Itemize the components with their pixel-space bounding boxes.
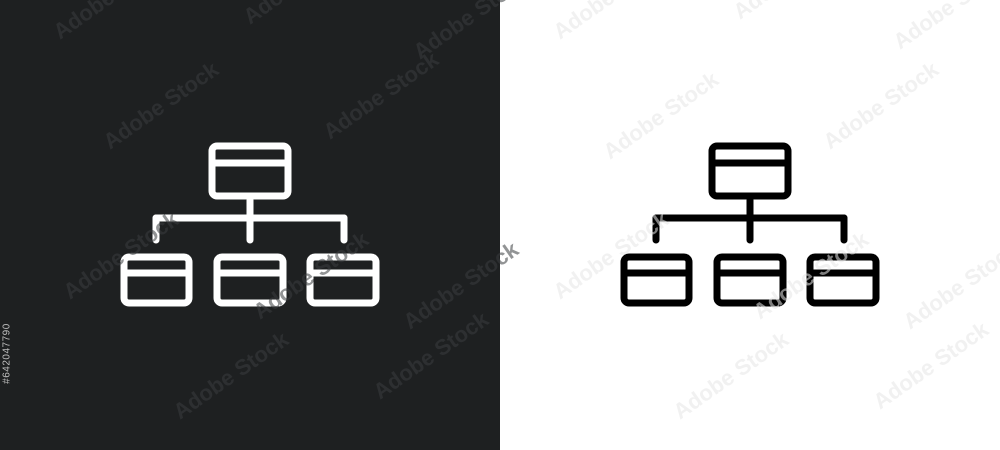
right-child-box	[306, 253, 380, 307]
top-node-box	[708, 142, 792, 200]
light-preview-panel	[500, 0, 1000, 450]
center-child-box	[213, 253, 287, 307]
right-child-box	[806, 253, 880, 307]
center-child-box	[713, 253, 787, 307]
left-child-box	[620, 253, 693, 307]
left-child-box	[120, 253, 193, 307]
top-node-box	[208, 142, 292, 200]
hierarchy-icon	[500, 0, 1000, 450]
hierarchy-icon	[0, 0, 500, 450]
dark-preview-panel	[0, 0, 500, 450]
stock-image-id: #642047790	[1, 323, 13, 384]
